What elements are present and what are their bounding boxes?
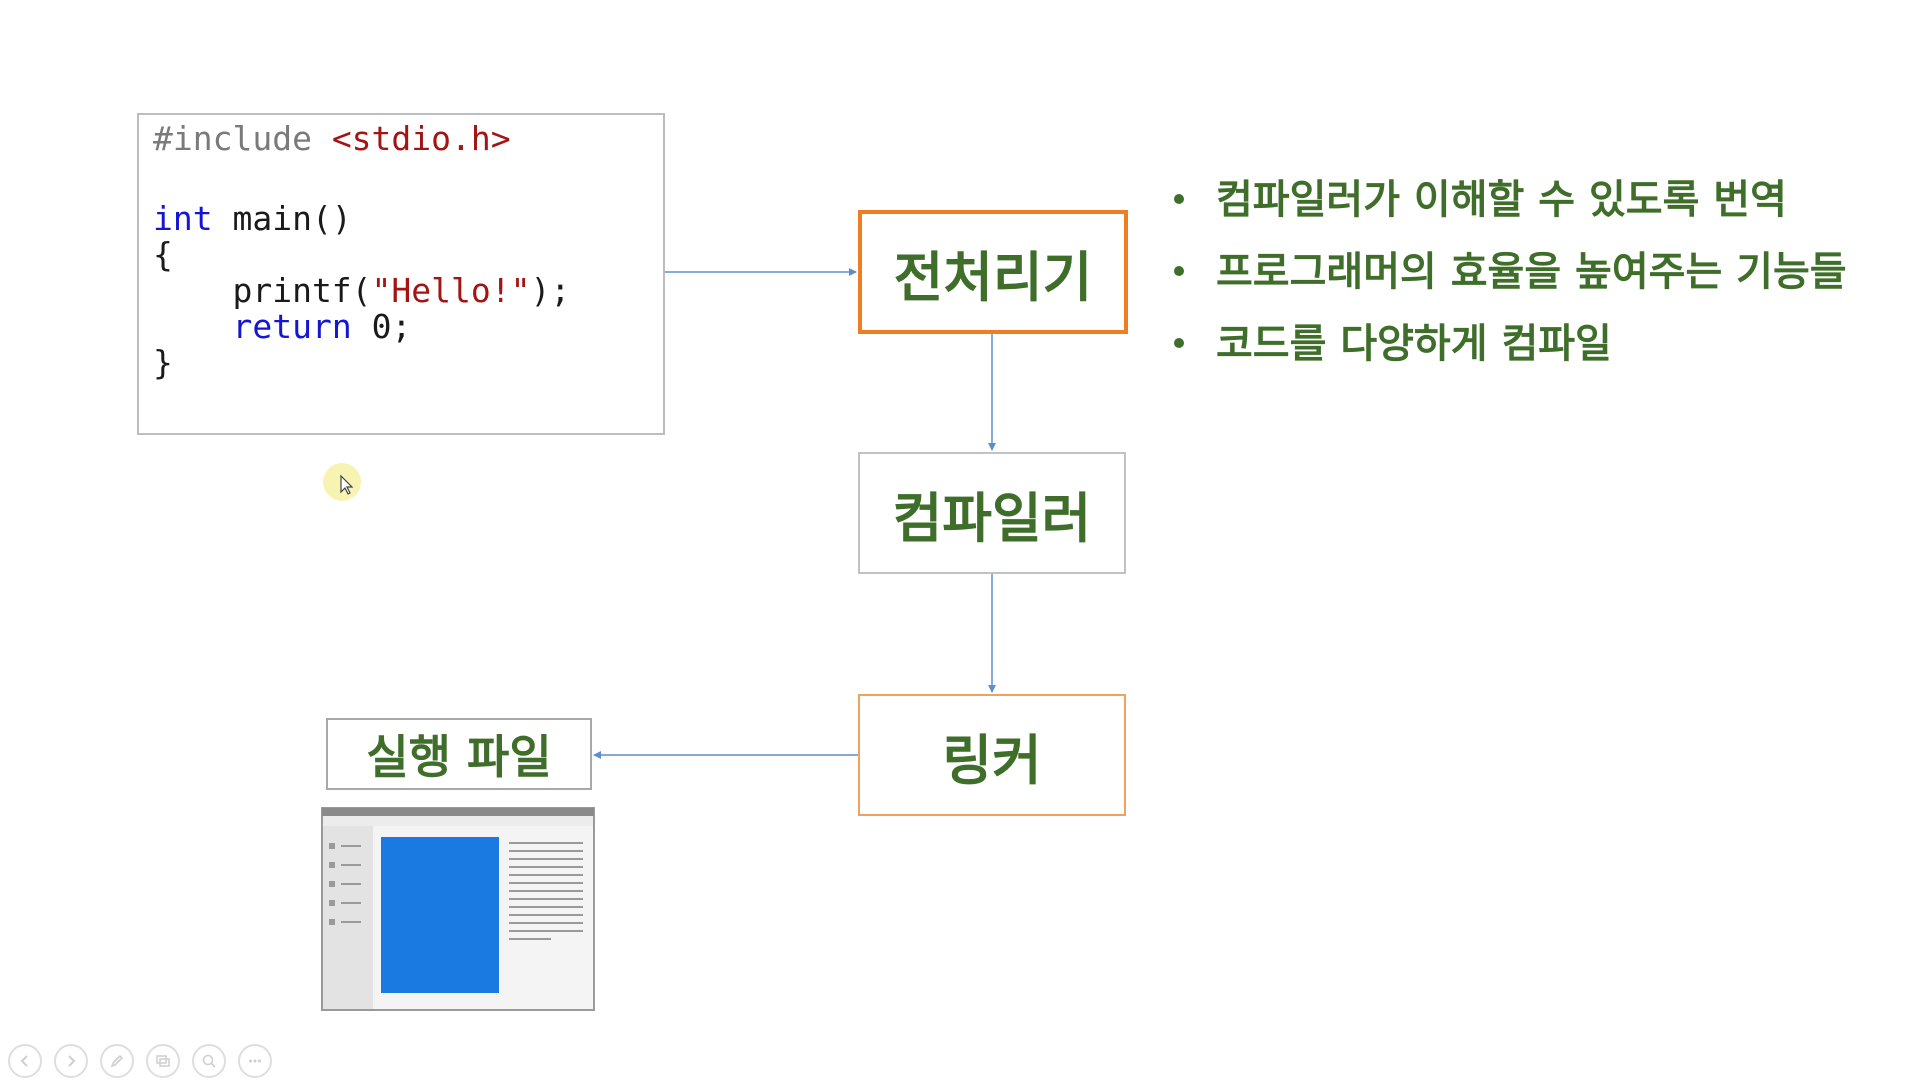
- previous-slide-button[interactable]: [8, 1044, 42, 1078]
- bullet-dot: [1174, 194, 1184, 204]
- more-icon: [249, 1059, 261, 1063]
- code-token: return: [232, 307, 352, 346]
- application-window-illustration: [321, 807, 595, 1011]
- bullet-text: 코드를 다양하게 컴파일: [1216, 321, 1612, 367]
- compiler-box: 컴파일러: [858, 452, 1126, 574]
- zoom-icon: [202, 1054, 216, 1068]
- code-token: #include: [153, 119, 332, 158]
- bullet-item: 컴파일러가 이해할 수 있도록 번역: [1168, 170, 1847, 242]
- code-line: printf("Hello!");: [153, 271, 570, 311]
- code-token: [153, 307, 232, 346]
- next-slide-button[interactable]: [54, 1044, 88, 1078]
- executable-box: 실행 파일: [326, 718, 592, 790]
- code-token: main(): [212, 199, 352, 238]
- see-all-slides-button[interactable]: [146, 1044, 180, 1078]
- code-token: printf(: [153, 271, 372, 310]
- code-line: }: [153, 343, 173, 383]
- executable-label: 실행 파일: [366, 730, 552, 784]
- code-token: }: [153, 343, 173, 382]
- bullet-text: 컴파일러가 이해할 수 있도록 번역: [1216, 177, 1787, 223]
- preprocessor-label: 전처리기: [893, 245, 1093, 309]
- bullet-dot: [1174, 266, 1184, 276]
- mouse-cursor-icon: [323, 463, 361, 501]
- code-line: {: [153, 235, 173, 275]
- next-icon: [68, 1055, 76, 1067]
- code-token: <stdio.h>: [331, 119, 511, 158]
- more-options-button[interactable]: [238, 1044, 272, 1078]
- code-snippet-box: #include <stdio.h>int main(){ printf("He…: [137, 113, 665, 435]
- code-line: int main(): [153, 199, 352, 239]
- compiler-label: 컴파일러: [892, 486, 1092, 550]
- linker-label: 링커: [942, 728, 1042, 792]
- code-token: );: [530, 271, 571, 310]
- pen-button[interactable]: [100, 1044, 134, 1078]
- code-line: return 0;: [153, 307, 411, 347]
- code-line: #include <stdio.h>: [153, 119, 511, 159]
- code-token: "Hello!": [371, 271, 531, 310]
- previous-icon: [20, 1055, 28, 1067]
- bullet-text: 프로그래머의 효율을 높여주는 기능들: [1216, 249, 1847, 295]
- code-token: {: [153, 235, 173, 274]
- code-token: 0;: [351, 307, 412, 346]
- slides-icon: [156, 1055, 170, 1067]
- bullet-item: 프로그래머의 효율을 높여주는 기능들: [1168, 242, 1847, 314]
- code-token: int: [153, 199, 213, 238]
- bullet-dot: [1174, 338, 1184, 348]
- zoom-button[interactable]: [192, 1044, 226, 1078]
- slideshow-toolbar: [8, 1044, 272, 1078]
- linker-box: 링커: [858, 694, 1126, 816]
- preprocessor-box: 전처리기: [858, 210, 1128, 334]
- preprocessor-bullet-list: 컴파일러가 이해할 수 있도록 번역 프로그래머의 효율을 높여주는 기능들 코…: [1168, 170, 1847, 386]
- bullet-item: 코드를 다양하게 컴파일: [1168, 314, 1847, 386]
- pen-icon: [110, 1054, 124, 1068]
